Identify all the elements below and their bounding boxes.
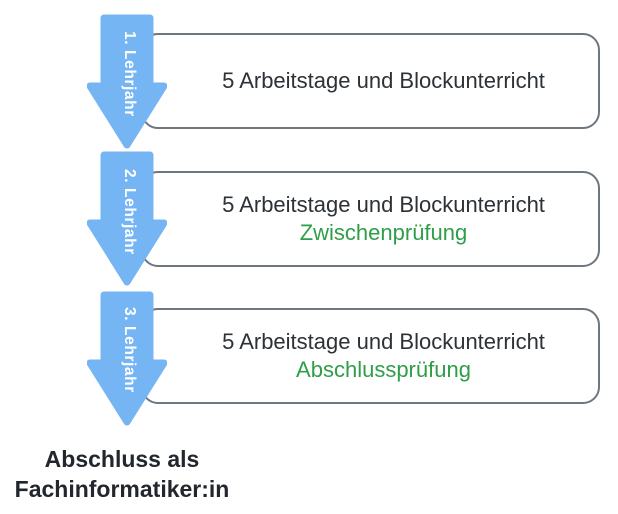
stage-3-main-text: 5 Arbeitstage und Blockunterricht bbox=[222, 329, 545, 354]
stage-box-1: 5 Arbeitstage und Blockunterricht bbox=[141, 33, 600, 129]
year-1-arrow-label: 1. Lehrjahr bbox=[121, 31, 138, 117]
stage-3-exam-text: Abschlussprüfung bbox=[296, 357, 471, 382]
outcome-line-2: Fachinformatiker:in bbox=[14, 476, 230, 502]
year-2-arrow-label: 2. Lehrjahr bbox=[121, 169, 138, 255]
outcome-line-1: Abschluss als bbox=[44, 446, 200, 472]
stage-box-2: 5 Arbeitstage und Blockunterricht Zwisch… bbox=[141, 171, 600, 267]
down-arrow-year-2-icon bbox=[87, 151, 167, 286]
down-arrow-year-3-icon bbox=[87, 291, 167, 426]
stage-1-main-text: 5 Arbeitstage und Blockunterricht bbox=[222, 68, 545, 93]
stage-box-3: 5 Arbeitstage und Blockunterricht Abschl… bbox=[141, 308, 600, 404]
outcome-label: Abschluss als Fachinformatiker:in bbox=[0, 444, 244, 504]
down-arrow-year-1-icon bbox=[87, 14, 167, 149]
year-3-arrow-label: 3. Lehrjahr bbox=[121, 307, 138, 393]
stage-2-main-text: 5 Arbeitstage und Blockunterricht bbox=[222, 192, 545, 217]
stage-2-exam-text: Zwischenprüfung bbox=[299, 220, 468, 245]
